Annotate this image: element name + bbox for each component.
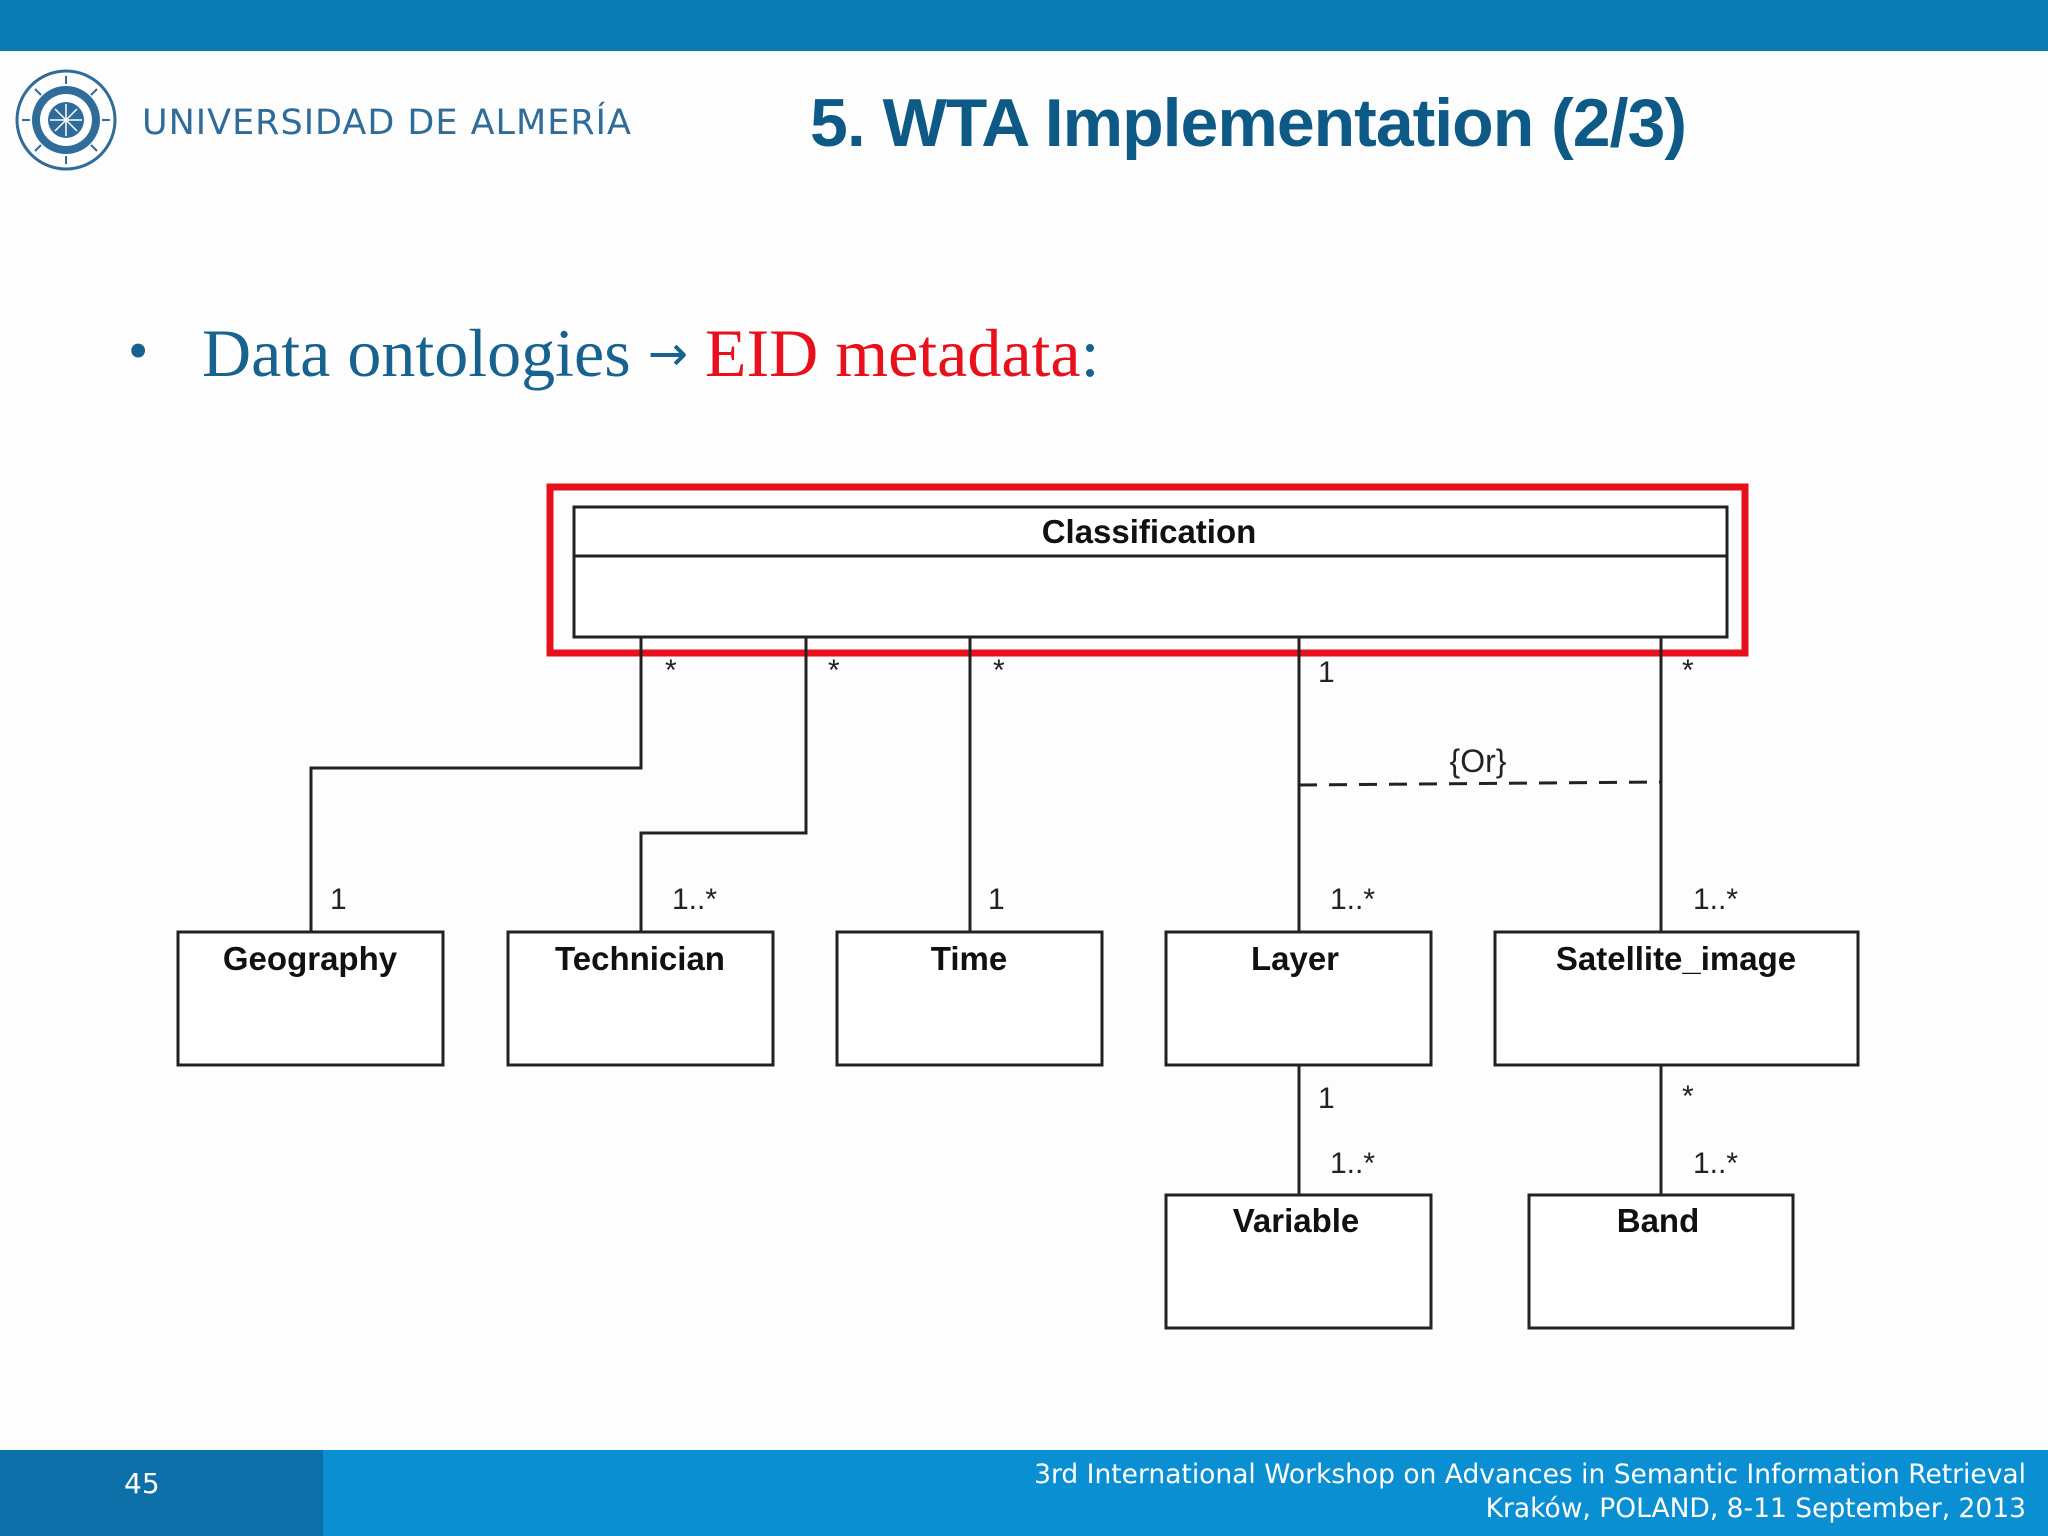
footer-right-panel [323,1450,2048,1536]
mult-class-geography: * [665,654,677,687]
class-layer [1164,930,1433,1067]
slide-title: 5. WTA Implementation (2/3) [810,85,1687,161]
footer-event-line1: 3rd International Workshop on Advances i… [1034,1459,2026,1490]
classification-highlight [546,483,1749,657]
top-banner [0,0,2048,51]
class-variable [1164,1193,1433,1330]
mult-satellite-band: * [1682,1080,1694,1113]
mult-class-time: * [993,654,1005,687]
arrow-icon: → [647,326,688,382]
class-band [1527,1193,1795,1330]
or-constraint-label: {Or} [1450,743,1507,779]
mult-geography-end: 1 [330,883,347,916]
bullet-text-highlight: EID metadata [704,315,1081,391]
footer-event-info: 3rd International Workshop on Advances i… [1034,1458,2026,1526]
mult-time-end: 1 [988,883,1005,916]
class-band-label: Band [1617,1202,1700,1239]
or-constraint-line [1298,780,1662,787]
bullet-text-suffix: : [1080,315,1100,391]
mult-class-satellite: * [1682,654,1694,687]
university-name: UNIVERSIDAD DE ALMERÍA [142,103,632,143]
class-geography [176,930,445,1067]
class-geography-label: Geography [223,940,398,977]
assoc-technician [639,637,808,932]
mult-technician-end: 1..* [672,883,717,916]
mult-variable-end: 1..* [1330,1147,1375,1180]
class-classification-label: Classification [1042,513,1257,550]
mult-layer-end: 1..* [1330,883,1375,916]
page-number: 45 [124,1467,160,1500]
class-layer-label: Layer [1251,940,1339,977]
class-time [835,930,1104,1067]
class-variable-label: Variable [1233,1202,1360,1239]
class-technician-label: Technician [555,940,725,977]
mult-class-layer: 1 [1318,656,1335,689]
class-satellite-image-label: Satellite_image [1556,940,1796,977]
bullet-item: • Data ontologies → EID metadata: [128,314,1100,393]
mult-layer-variable: 1 [1318,1082,1335,1115]
university-seal-logo [15,69,117,171]
mult-band-end: 1..* [1693,1147,1738,1180]
class-classification [572,505,1729,639]
assoc-geography [309,637,643,932]
footer-left-panel [0,1450,323,1536]
mult-satellite-end: 1..* [1693,883,1738,916]
class-satellite-image [1493,930,1860,1067]
bullet-marker: • [128,318,149,383]
bullet-text-prefix: Data ontologies [202,315,631,391]
footer-event-line2: Kraków, POLAND, 8-11 September, 2013 [1485,1493,2026,1524]
mult-class-technician: * [828,654,840,687]
class-time-label: Time [931,940,1007,977]
class-technician [506,930,775,1067]
